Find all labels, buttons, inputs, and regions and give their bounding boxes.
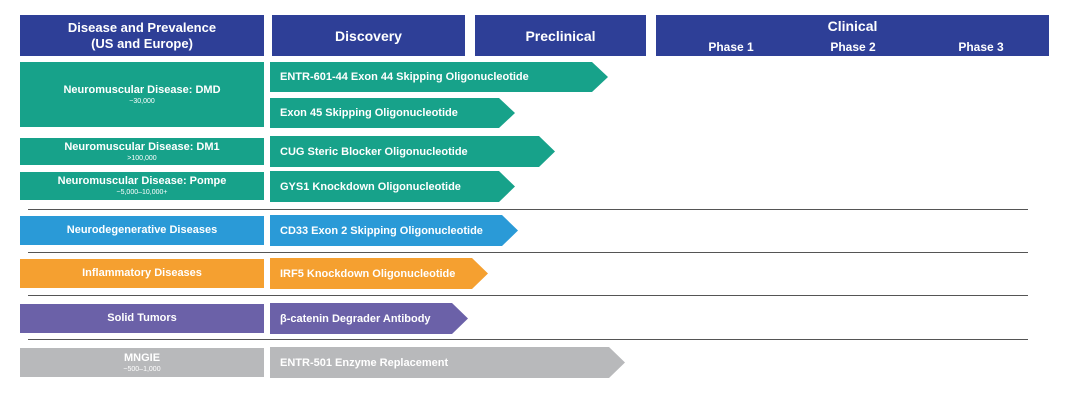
program-beta-catenin: β-catenin Degrader Antibody <box>270 303 468 334</box>
disease-dm1-name: Neuromuscular Disease: DM1 <box>64 140 220 153</box>
disease-mngie-prevalence: ~500–1,000 <box>123 365 161 373</box>
disease-neurodegenerative-name: Neurodegenerative Diseases <box>66 224 218 236</box>
disease-dmd-name: Neuromuscular Disease: DMD <box>63 83 221 96</box>
separator <box>28 252 1028 253</box>
separator <box>28 339 1028 340</box>
header-phase-1: Phase 1 <box>708 40 754 54</box>
disease-pompe-name: Neuromuscular Disease: Pompe <box>57 175 227 187</box>
program-gys1: GYS1 Knockdown Oligonucleotide <box>270 171 515 202</box>
disease-mngie: MNGIE ~500–1,000 <box>20 348 264 377</box>
disease-pompe: Neuromuscular Disease: Pompe ~5,000–10,0… <box>20 172 264 200</box>
header-disease-line1: Disease and Prevalence <box>67 19 217 35</box>
disease-neurodegenerative: Neurodegenerative Diseases <box>20 216 264 245</box>
header-disease-prevalence: Disease and Prevalence (US and Europe) <box>20 15 264 56</box>
header-disease-line2: (US and Europe) <box>91 35 193 51</box>
disease-inflammatory: Inflammatory Diseases <box>20 259 264 288</box>
header-clinical-title: Clinical <box>827 18 878 34</box>
program-cd33: CD33 Exon 2 Skipping Oligonucleotide <box>270 215 518 246</box>
disease-solid-tumors-name: Solid Tumors <box>107 312 177 324</box>
disease-dm1: Neuromuscular Disease: DM1 >100,000 <box>20 138 264 165</box>
separator <box>28 209 1028 210</box>
disease-inflammatory-name: Inflammatory Diseases <box>82 267 202 279</box>
header-preclinical: Preclinical <box>475 15 646 56</box>
disease-mngie-name: MNGIE <box>123 351 161 364</box>
header-phase-3: Phase 3 <box>958 40 1004 54</box>
program-cug: CUG Steric Blocker Oligonucleotide <box>270 136 555 167</box>
disease-dm1-prevalence: >100,000 <box>127 154 157 162</box>
disease-dmd: Neuromuscular Disease: DMD ~30,000 <box>20 62 264 127</box>
header-clinical: Clinical Phase 1 Phase 2 Phase 3 <box>656 15 1049 56</box>
disease-dmd-prevalence: ~30,000 <box>129 97 155 105</box>
header-phase-2: Phase 2 <box>830 40 876 54</box>
disease-pompe-prevalence: ~5,000–10,000+ <box>116 189 168 196</box>
program-entr-601-44: ENTR-601-44 Exon 44 Skipping Oligonucleo… <box>270 62 608 92</box>
header-discovery: Discovery <box>272 15 465 56</box>
program-entr-501: ENTR-501 Enzyme Replacement <box>270 347 625 378</box>
program-irf5: IRF5 Knockdown Oligonucleotide <box>270 258 488 289</box>
disease-solid-tumors: Solid Tumors <box>20 304 264 333</box>
program-exon45: Exon 45 Skipping Oligonucleotide <box>270 98 515 128</box>
separator <box>28 295 1028 296</box>
